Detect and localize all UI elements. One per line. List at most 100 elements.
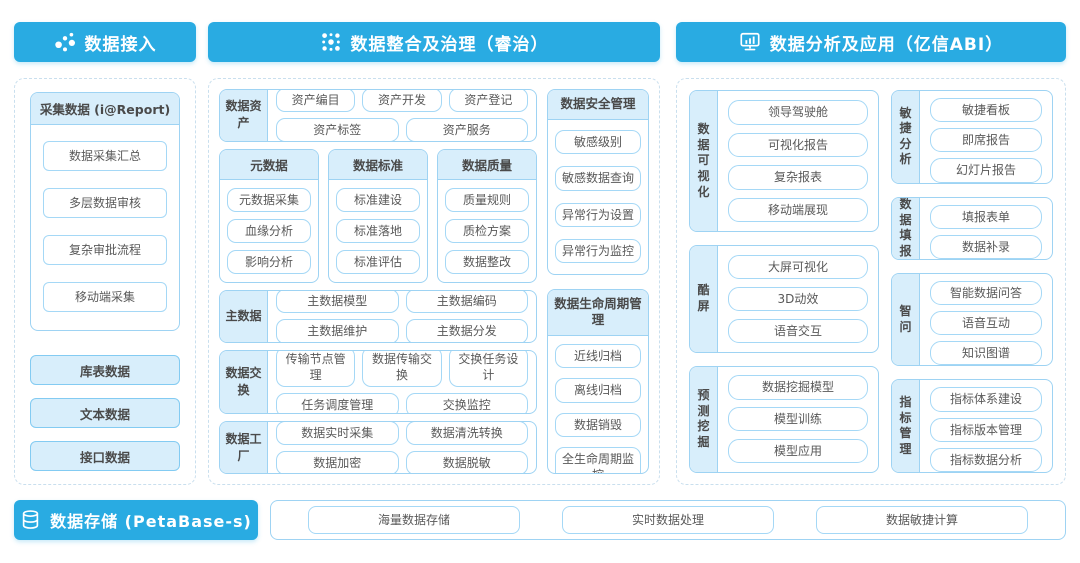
header-label: 数据存储 (PetaBase-s) [50,512,252,531]
feature-chip: 3D动效 [728,286,868,312]
group-label: 智问 [892,273,920,366]
feature-chip: 实时数据处理 [562,505,774,535]
data-exchange-group: 数据交换 传输节点管理 数据传输交换 交换任务设计 任务调度管理 交换监控 [219,349,537,415]
data-governance-panel: 数据资产 资产编目 资产开发 资产登记 资产标签 资产服务 元数据 [208,78,660,485]
feature-chip: 数据加密 [276,450,399,474]
data-quality-group: 数据质量 质量规则 质检方案 数据整改 [437,148,537,284]
group-label: 数据可视化 [690,91,718,232]
smart-qa-group: 智问 智能数据问答 语音互动 知识图谱 [891,272,1053,367]
group-label: 酷屏 [690,246,718,352]
feature-chip: 知识图谱 [930,341,1042,366]
indicator-management-group: 指标管理 指标体系建设 指标版本管理 指标数据分析 [891,379,1053,474]
feature-chip: 指标体系建设 [930,387,1042,412]
group-label: 预测挖掘 [690,366,718,472]
master-data-group: 主数据 主数据模型 主数据编码 主数据维护 主数据分发 [219,290,537,343]
data-source-list: 库表数据 文本数据 接口数据 [30,355,180,471]
group-body: 资产编目 资产开发 资产登记 资产标签 资产服务 [268,89,536,141]
feature-chip: 敏捷看板 [930,98,1042,123]
feature-chip: 资产开发 [362,89,442,113]
feature-chip: 指标版本管理 [930,417,1042,442]
feature-chip: 复杂报表 [728,165,868,190]
header-data-access: 数据接入 [14,22,196,62]
feature-chip: 血缘分析 [227,218,311,243]
group-title: 数据生命周期管理 [548,289,648,337]
data-source-item: 文本数据 [30,398,180,428]
header-label: 数据整合及治理（睿治） [350,34,549,55]
feature-chip: 领导驾驶舱 [728,100,868,125]
feature-chip: 敏感级别 [555,130,641,155]
data-filling-group: 数据填报 填报表单 数据补录 [891,196,1053,260]
agile-analysis-group: 敏捷分析 敏捷看板 即席报告 幻灯片报告 [891,90,1053,184]
header-data-analysis: 数据分析及应用（亿信ABI） [676,22,1066,62]
header-data-storage: 数据存储 (PetaBase-s) [14,500,258,540]
data-visualization-group: 数据可视化 领导驾驶舱 可视化报告 复杂报表 移动端展现 [689,90,879,233]
metadata-group: 元数据 元数据采集 血缘分析 影响分析 [219,148,319,284]
feature-chip: 异常行为监控 [555,239,641,264]
feature-chip: 可视化报告 [728,132,868,158]
feature-chip: 多层数据审核 [43,188,167,218]
feature-chip: 数据传输交换 [362,350,442,388]
collect-data-group: 采集数据 (i@Report) 数据采集汇总 多层数据审核 复杂审批流程 移动端… [30,92,180,331]
cool-screen-group: 酷屏 大屏可视化 3D动效 语音交互 [689,245,879,353]
group-label: 数据填报 [892,197,920,259]
feature-chip: 近线归档 [555,344,641,369]
feature-chip: 影响分析 [227,249,311,275]
data-analysis-panel: 数据可视化 领导驾驶舱 可视化报告 复杂报表 移动端展现 酷屏 大屏可视化 3D… [676,78,1066,485]
feature-chip: 语音交互 [728,318,868,343]
feature-chip: 离线归档 [555,378,641,403]
group-title: 数据安全管理 [548,90,648,120]
analysis-left-column: 数据可视化 领导驾驶舱 可视化报告 复杂报表 移动端展现 酷屏 大屏可视化 3D… [689,90,879,473]
feature-chip: 数据实时采集 [276,422,399,445]
feature-chip: 任务调度管理 [276,393,399,414]
feature-chip: 全生命周期监控 [555,446,641,474]
data-security-group: 数据安全管理 敏感级别 敏感数据查询 异常行为设置 异常行为监控 [547,89,649,275]
dot-cluster-icon [320,31,342,53]
feature-chip: 数据补录 [930,234,1042,259]
group-title: 元数据 [220,149,318,180]
predictive-mining-group: 预测挖掘 数据挖掘模型 模型训练 模型应用 [689,365,879,473]
data-access-panel: 采集数据 (i@Report) 数据采集汇总 多层数据审核 复杂审批流程 移动端… [14,78,196,485]
governance-left-column: 数据资产 资产编目 资产开发 资产登记 资产标签 资产服务 元数据 [219,89,537,474]
data-source-item: 接口数据 [30,441,180,471]
feature-chip: 模型应用 [728,439,868,464]
feature-chip: 复杂审批流程 [43,235,167,265]
group-label: 指标管理 [892,380,920,473]
analysis-right-column: 敏捷分析 敏捷看板 即席报告 幻灯片报告 数据填报 填报表单 数据补录 智问 智… [891,90,1053,474]
feature-chip: 填报表单 [930,204,1042,229]
feature-chip: 数据敏捷计算 [816,505,1028,535]
feature-chip: 主数据维护 [276,319,399,342]
data-standard-group: 数据标准 标准建设 标准落地 标准评估 [328,148,428,284]
header-label: 数据接入 [84,34,157,55]
database-icon [20,509,41,531]
governance-right-column: 数据安全管理 敏感级别 敏感数据查询 异常行为设置 异常行为监控 数据生命周期管… [547,89,649,474]
header-data-governance: 数据整合及治理（睿治） [208,22,660,62]
feature-chip: 敏感数据查询 [555,166,641,191]
feature-chip: 传输节点管理 [276,350,356,388]
metadata-standard-quality-row: 元数据 元数据采集 血缘分析 影响分析 数据标准 标准建设 标准落地 标准评估 [219,148,537,284]
group-label: 数据交换 [220,350,268,414]
feature-chip: 模型训练 [728,407,868,432]
feature-chip: 标准建设 [336,187,420,212]
feature-chip: 交换任务设计 [448,350,528,388]
group-title: 数据标准 [329,149,427,180]
feature-chip: 数据脱敏 [405,450,528,474]
feature-chip: 主数据模型 [276,291,399,314]
storage-capability-box: 海量数据存储 实时数据处理 数据敏捷计算 [270,500,1066,540]
feature-chip: 幻灯片报告 [930,158,1042,183]
feature-chip: 主数据编码 [405,291,528,314]
feature-chip: 标准评估 [336,249,420,275]
feature-chip: 即席报告 [930,128,1042,153]
feature-chip: 元数据采集 [227,187,311,212]
feature-chip: 资产服务 [405,118,528,141]
feature-chip: 智能数据问答 [930,280,1042,305]
feature-chip: 海量数据存储 [308,505,520,535]
group-label: 敏捷分析 [892,91,920,183]
feature-chip: 语音互动 [930,310,1042,336]
feature-chip: 数据清洗转换 [405,422,528,445]
group-title: 数据质量 [438,149,536,180]
header-label: 数据分析及应用（亿信ABI） [769,34,1004,55]
feature-chip: 数据采集汇总 [43,141,167,171]
feature-chip: 标准落地 [336,218,420,243]
feature-chip: 交换监控 [405,393,528,414]
